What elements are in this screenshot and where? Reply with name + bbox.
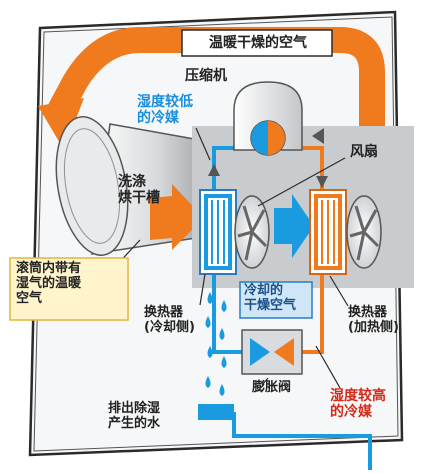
heat-exchanger-cooling-label: 换热器 (冷却侧)	[144, 305, 195, 335]
expansion-valve-label: 膨胀阀	[252, 380, 292, 395]
warm-air-duct	[48, 27, 385, 200]
drum-label: 洗涤 烘干槽	[118, 174, 160, 207]
cooled-air-label-box	[239, 281, 313, 319]
heat-exchanger-cooling	[199, 189, 237, 275]
low-humidity-refrigerant-label: 湿度较低 的冷媒	[137, 94, 193, 127]
drain-tray	[198, 404, 234, 420]
fan-label: 风扇	[350, 144, 378, 160]
refrigerant-loop-hot	[296, 146, 324, 354]
humid-air-label-box	[9, 257, 129, 321]
compressor-label: 压缩机	[185, 68, 227, 84]
drain-pipe	[232, 412, 372, 470]
fan-icon-2	[346, 195, 382, 269]
drum-warm-humid-air-label: 滚筒内带有 湿气的温暖 空气	[16, 261, 82, 306]
warm-dry-air-label: 温暖干燥的空气	[209, 35, 307, 51]
expansion-valve	[241, 329, 303, 375]
heat-exchanger-heating	[309, 189, 347, 275]
humid-air-arrow	[150, 184, 204, 250]
cooled-dry-air-label: 冷却的 干燥空气	[244, 283, 297, 313]
warm-air-label-box	[181, 29, 333, 57]
drain-water-label: 排出除湿 产生的水	[108, 401, 161, 431]
cool-air-arrow	[274, 194, 314, 258]
high-humidity-refrigerant-label: 湿度较高 的冷媒	[330, 388, 386, 421]
compressor	[233, 81, 303, 156]
warm-air-arrow	[38, 98, 84, 150]
heat-exchanger-heating-label: 换热器 (加热侧)	[348, 305, 399, 335]
water-drops	[205, 292, 227, 396]
fan-icon	[234, 195, 270, 269]
